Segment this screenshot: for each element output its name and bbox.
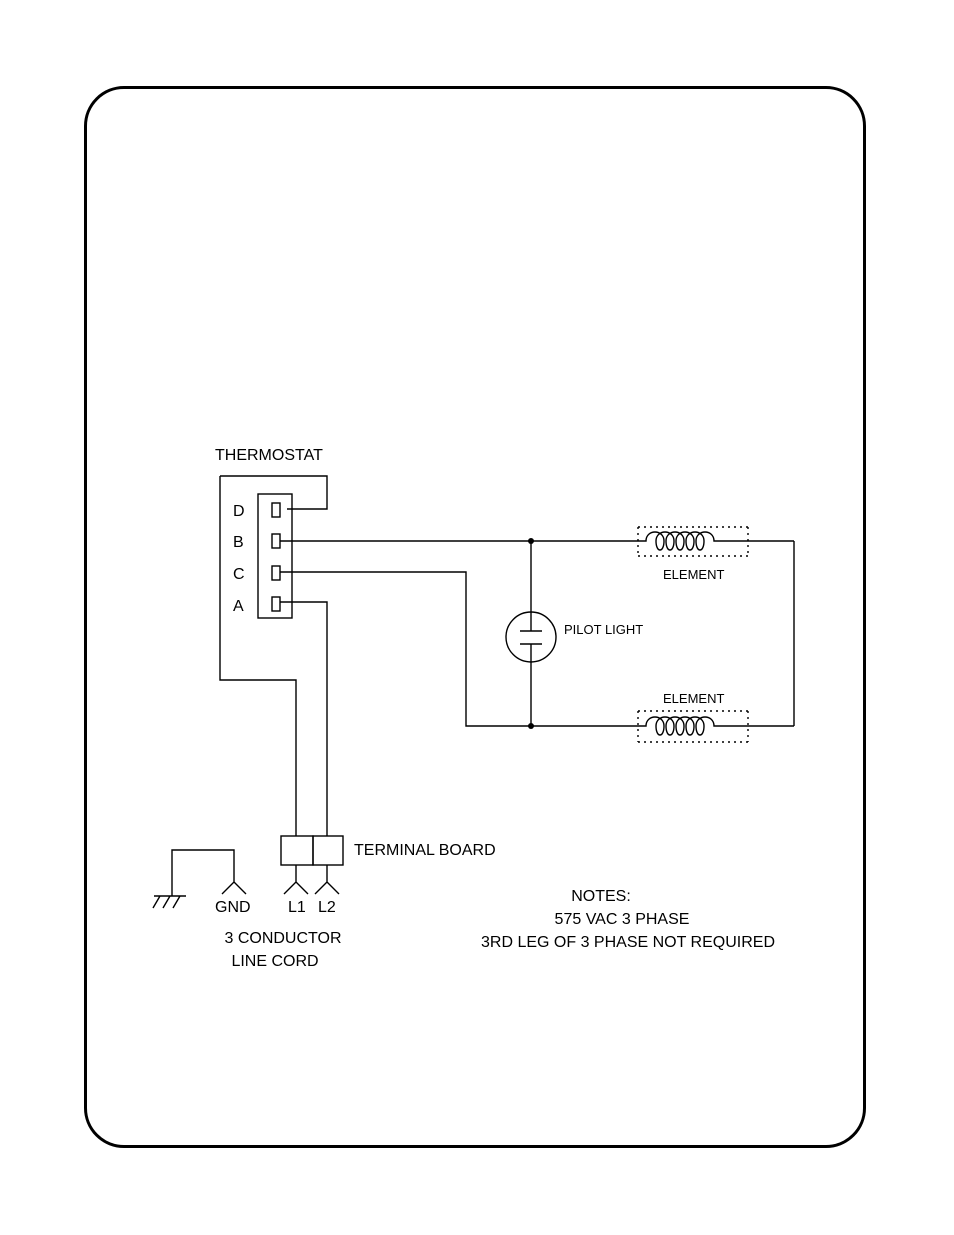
pin-d-label: D: [233, 503, 245, 520]
terminal-d: [271, 502, 281, 518]
l2-label: L2: [318, 899, 336, 916]
ground-wire: [171, 849, 247, 896]
element-bottom-coil: [637, 710, 794, 743]
element-top-label: ELEMENT: [663, 567, 724, 582]
line-cord-label-2: LINE CORD: [231, 953, 318, 970]
terminal-b: [271, 533, 281, 549]
element-bottom-label: ELEMENT: [663, 691, 724, 706]
wire-a: [280, 601, 328, 836]
terminal-board-label: TERMINAL BOARD: [354, 842, 496, 859]
l1-label: L1: [288, 899, 306, 916]
pin-c-label: C: [233, 566, 245, 583]
terminal-board-l2: [312, 835, 344, 866]
thermostat-housing: [219, 475, 328, 836]
terminal-board-l1: [280, 835, 314, 866]
pilot-light-label: PILOT LIGHT: [564, 622, 643, 637]
junction-bottom: [528, 723, 534, 729]
pilot-light-electrodes: [520, 613, 542, 662]
thermostat-label: THERMOSTAT: [215, 447, 323, 464]
notes-title: NOTES:: [571, 888, 631, 905]
thermostat-terminal-block: [257, 493, 293, 619]
pin-a-label: A: [233, 598, 244, 615]
element-top-coil: [637, 526, 794, 557]
terminal-c: [271, 565, 281, 581]
notes-line-1: 575 VAC 3 PHASE: [555, 911, 690, 928]
drawing-frame: [84, 86, 866, 1148]
line-cord-connectors: [283, 865, 340, 895]
gnd-label: GND: [215, 899, 251, 916]
terminal-a: [271, 596, 281, 612]
junction-top: [528, 538, 534, 544]
line-cord-label-1: 3 CONDUCTOR: [224, 930, 341, 947]
ground-symbol-icon: [152, 895, 186, 909]
wire-c: [280, 571, 640, 727]
notes-line-2: 3RD LEG OF 3 PHASE NOT REQUIRED: [481, 934, 775, 951]
pin-b-label: B: [233, 534, 244, 551]
